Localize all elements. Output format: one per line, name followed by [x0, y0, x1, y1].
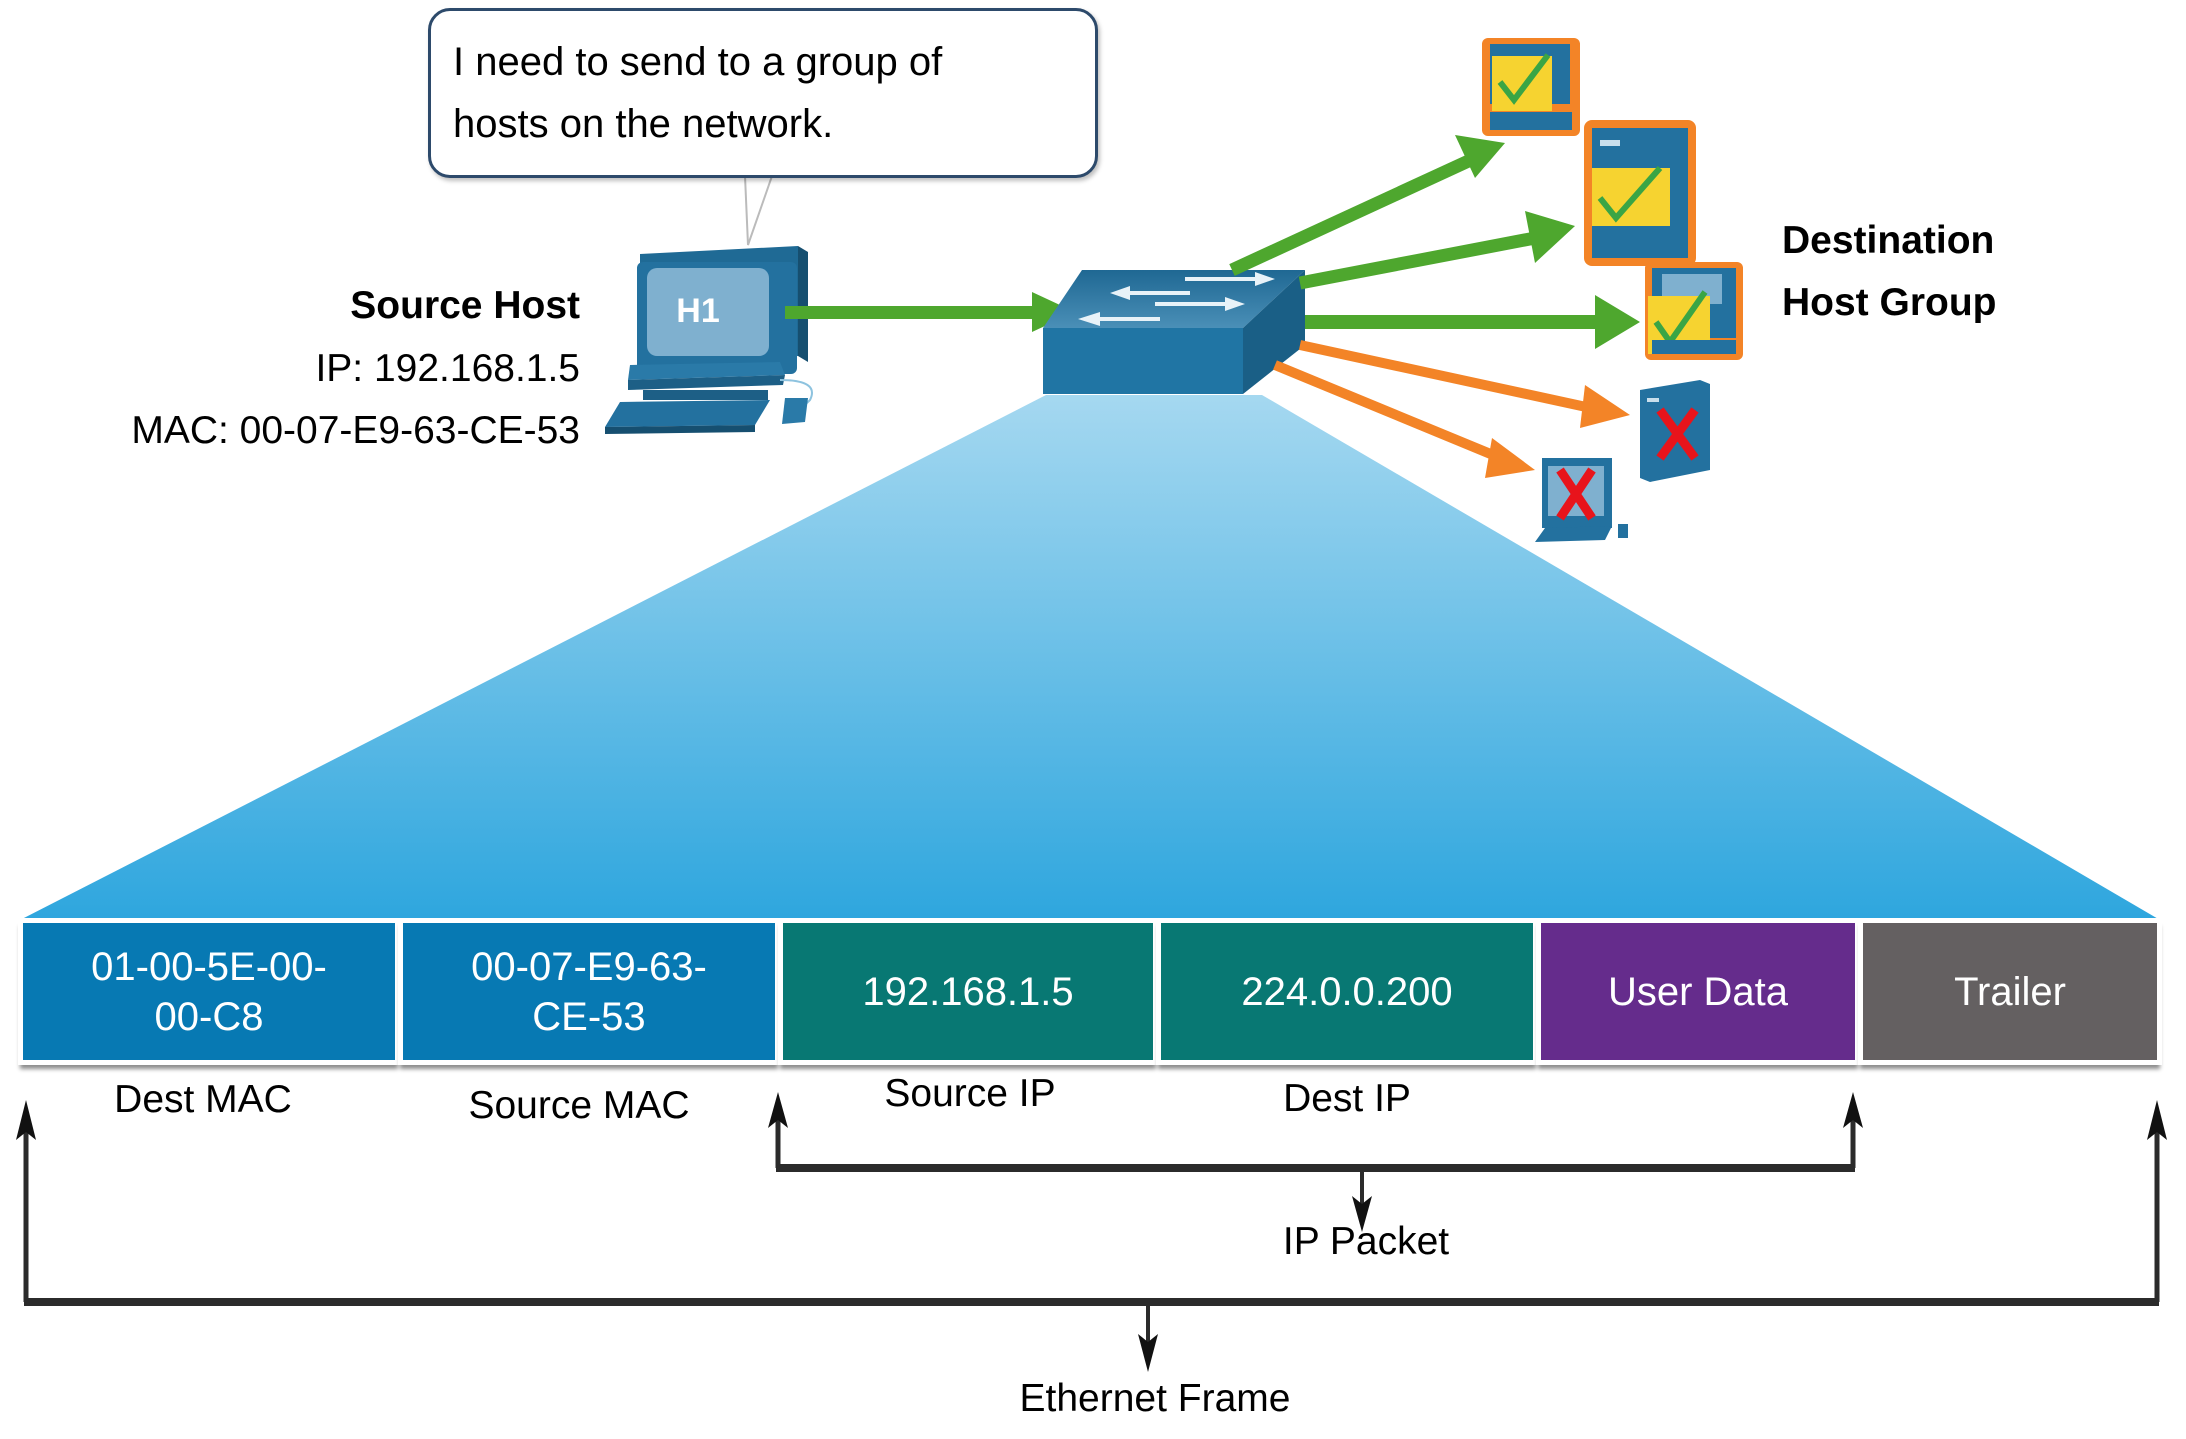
arrow-up-icon	[16, 1100, 36, 1140]
arrow-up-icon	[2147, 1100, 2167, 1140]
field-user-data-value: User Data	[1607, 969, 1789, 1014]
field-source-mac: 00-07-E9-63- CE-53	[398, 918, 780, 1065]
field-source-mac-value: 00-07-E9-63- CE-53	[471, 944, 707, 1039]
frame-expansion-funnel	[20, 395, 2160, 920]
switch-icon	[1043, 270, 1305, 394]
ip-packet-bracket	[768, 1092, 1863, 1232]
dest-host-pc-5	[1535, 458, 1628, 542]
arrow-source-to-switch	[785, 292, 1075, 332]
ethernet-frame-bracket	[16, 1100, 2167, 1372]
arrow-to-host-2	[1298, 211, 1575, 290]
arrow-to-host-4	[1298, 340, 1630, 428]
arrow-down-icon	[1352, 1196, 1372, 1232]
source-host-mac: MAC: 00-07-E9-63-CE-53	[131, 409, 580, 452]
field-dest-mac-value: 01-00-5E-00- 00-C8	[91, 944, 327, 1039]
ethernet-frame-label: Ethernet Frame	[1019, 1377, 1291, 1420]
field-user-data: User Data	[1536, 918, 1860, 1065]
check-icon	[1597, 166, 1663, 223]
label-source-ip: Source IP	[884, 1072, 1056, 1115]
field-dest-ip-value: 224.0.0.200	[1241, 969, 1453, 1014]
field-source-ip-value: 192.168.1.5	[862, 969, 1074, 1014]
ip-packet-label: IP Packet	[1282, 1220, 1450, 1263]
destination-group-label: Destination Host Group	[1782, 210, 1996, 334]
dest-host-pc-3	[1645, 262, 1743, 360]
destination-label-line1: Destination	[1782, 219, 1995, 262]
label-dest-ip: Dest IP	[1283, 1077, 1411, 1120]
check-icon	[1497, 53, 1551, 105]
switch-traffic-arrows	[1078, 272, 1275, 326]
label-dest-mac: Dest MAC	[114, 1078, 292, 1121]
arrow-to-host-1	[1229, 135, 1505, 276]
speech-bubble-tail	[743, 175, 774, 246]
arrow-to-host-3	[1305, 295, 1640, 349]
field-trailer-value: Trailer	[1954, 969, 2066, 1014]
arrow-to-host-5	[1273, 360, 1535, 478]
source-pc-icon: H1	[605, 246, 813, 434]
destination-label-line2: Host Group	[1782, 281, 1997, 324]
dest-host-server-4	[1640, 380, 1710, 482]
source-host-ip: IP: 192.168.1.5	[315, 347, 580, 390]
x-icon	[1656, 407, 1699, 461]
arrow-up-icon	[1843, 1092, 1863, 1128]
field-dest-ip: 224.0.0.200	[1156, 918, 1538, 1065]
source-host-title: Source Host	[350, 284, 580, 327]
arrow-up-icon	[768, 1092, 788, 1128]
field-dest-mac: 01-00-5E-00- 00-C8	[18, 918, 400, 1065]
arrow-down-icon	[1138, 1334, 1158, 1372]
pc-label-h1: H1	[676, 292, 719, 330]
label-source-mac: Source MAC	[468, 1084, 690, 1127]
speech-bubble: I need to send to a group of hosts on th…	[428, 8, 1098, 178]
dest-host-server-2	[1584, 120, 1696, 266]
x-icon	[1556, 467, 1596, 521]
field-source-ip: 192.168.1.5	[778, 918, 1158, 1065]
field-trailer: Trailer	[1858, 918, 2162, 1065]
speech-bubble-text: I need to send to a group of hosts on th…	[453, 40, 943, 146]
dest-host-pc-1	[1482, 38, 1580, 136]
